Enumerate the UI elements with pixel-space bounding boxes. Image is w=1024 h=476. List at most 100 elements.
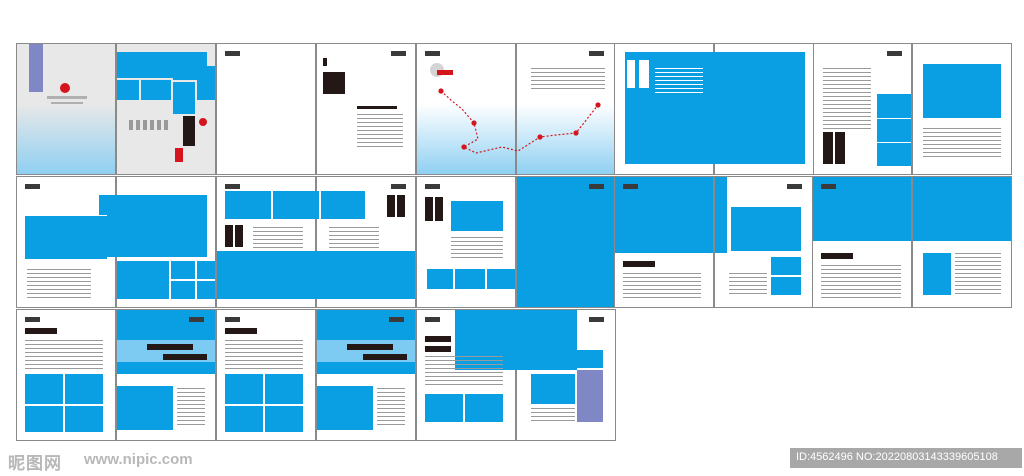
image-block	[531, 374, 575, 404]
text-lines-placeholder	[955, 253, 1001, 297]
divider	[877, 142, 911, 143]
pillar-mark	[136, 120, 140, 130]
image-block	[455, 269, 485, 289]
dark-block	[323, 72, 345, 94]
cover-strip	[29, 44, 43, 92]
dark-block	[823, 132, 833, 164]
image-block	[117, 80, 139, 100]
page-spread-left	[16, 176, 207, 308]
dark-block	[183, 116, 195, 146]
image-block	[141, 80, 171, 100]
image-block	[923, 64, 1001, 118]
page-header-tag	[425, 51, 440, 56]
dark-block	[835, 132, 845, 164]
heading-bar	[225, 328, 257, 334]
image-block	[25, 215, 107, 259]
heading-bar	[347, 344, 393, 350]
watermark-bar: 昵图网 www.nipic.com ID:4562496 NO:20220803…	[0, 445, 1024, 476]
text-lines-placeholder	[531, 68, 605, 92]
dark-block	[235, 225, 243, 247]
watermark-url: www.nipic.com	[84, 451, 193, 468]
page-grid-collage	[116, 43, 216, 175]
white-bar	[627, 60, 635, 88]
page-wide-right	[912, 176, 1012, 308]
image-block	[451, 201, 503, 231]
page-band-left	[216, 176, 415, 308]
blue-band	[913, 177, 1011, 241]
text-lines-placeholder	[821, 265, 901, 301]
page-header-tag	[225, 317, 240, 322]
image-block	[99, 195, 207, 257]
gradient-fill	[17, 104, 115, 174]
page-article-left	[16, 309, 116, 441]
image-block	[117, 261, 169, 299]
page-header-tag	[589, 317, 604, 322]
image-block	[771, 257, 801, 275]
pillar-mark	[143, 120, 147, 130]
page-header-tag	[25, 184, 40, 189]
blue-band	[217, 251, 415, 299]
image-block	[487, 269, 515, 289]
image-block	[265, 374, 303, 404]
page-image-text	[912, 43, 1012, 175]
image-block	[65, 374, 103, 404]
page-article-right-2	[316, 309, 416, 441]
page-header-tag	[225, 184, 240, 189]
image-block	[197, 261, 215, 279]
page-header-tag	[425, 184, 440, 189]
blue-band	[615, 177, 713, 253]
text-lines-placeholder	[531, 408, 575, 424]
image-block	[427, 269, 453, 289]
slate-block	[577, 370, 603, 422]
feature-image	[625, 52, 805, 164]
page-split-right	[714, 176, 814, 308]
page-header-tag	[25, 317, 40, 322]
page-header-tag	[225, 51, 240, 56]
text-lines-placeholder	[357, 114, 403, 150]
red-block	[175, 148, 183, 162]
page-mosaic-left	[416, 176, 516, 308]
pillar-mark	[150, 120, 154, 130]
page-wide-left	[812, 176, 912, 308]
heading-bar	[821, 253, 853, 259]
divider	[877, 118, 911, 119]
image-block	[225, 374, 263, 404]
blue-band	[715, 177, 727, 253]
dark-block	[397, 195, 405, 217]
image-block	[197, 281, 215, 299]
image-block	[197, 66, 215, 100]
text-lines-placeholder	[729, 273, 767, 297]
text-lines-placeholder	[451, 237, 503, 261]
page-header-tag	[589, 51, 604, 56]
accent-dot	[199, 118, 207, 126]
red-label	[437, 70, 453, 75]
page-header-tag	[623, 184, 638, 189]
image-strip	[877, 94, 911, 166]
image-block	[321, 191, 365, 219]
divider	[25, 215, 107, 216]
page-cover	[16, 43, 116, 175]
image-block	[225, 406, 263, 432]
text-lines-placeholder	[27, 269, 91, 301]
page-blank-left	[216, 43, 316, 175]
page-header-tag	[391, 184, 406, 189]
page-header-tag	[425, 317, 440, 322]
image-block	[923, 253, 951, 295]
image-block	[265, 406, 303, 432]
image-block	[225, 191, 271, 219]
page-article-left-2	[216, 309, 316, 441]
text-lines-placeholder	[655, 68, 703, 96]
heading-bar	[25, 328, 57, 334]
image-block	[117, 386, 173, 430]
watermark-id-badge: ID:4562496 NO:20220803143339605108	[790, 448, 1022, 468]
image-block	[173, 82, 195, 114]
image-block	[65, 406, 103, 432]
page-route-right	[516, 43, 616, 175]
image-block	[171, 261, 195, 279]
text-lines-placeholder	[623, 273, 701, 301]
pillar-mark	[164, 120, 168, 130]
full-bleed-image	[517, 177, 615, 307]
heading-bar	[357, 106, 397, 109]
cover-rule	[51, 102, 83, 104]
